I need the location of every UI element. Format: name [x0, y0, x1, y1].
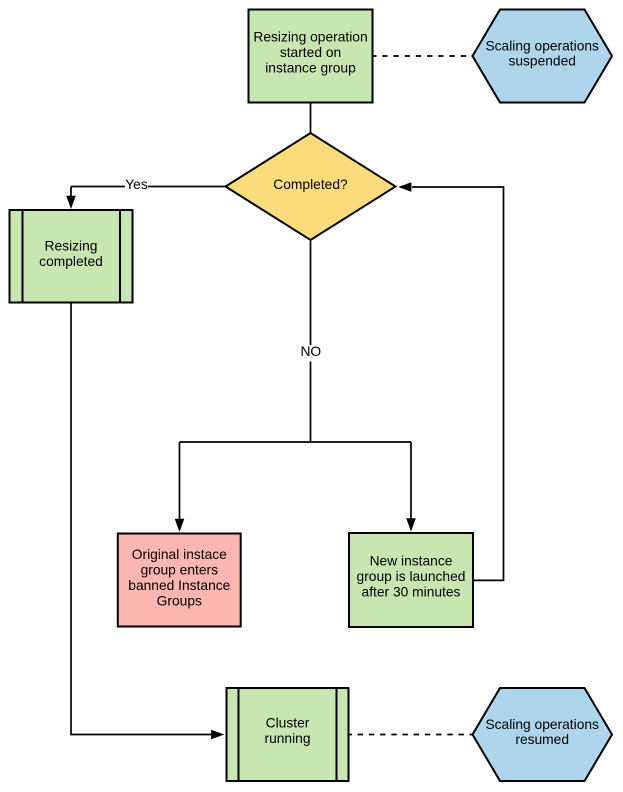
svg-text:group is launched: group is launched — [357, 569, 466, 584]
svg-text:started on: started on — [280, 45, 341, 60]
svg-text:after 30 minutes: after 30 minutes — [362, 585, 461, 600]
svg-text:Scaling operations: Scaling operations — [485, 717, 599, 732]
svg-text:New instance: New instance — [370, 554, 453, 569]
svg-text:banned Instance: banned Instance — [128, 578, 230, 593]
svg-text:group enters: group enters — [141, 563, 219, 578]
svg-text:Resizing operation: Resizing operation — [253, 30, 367, 45]
svg-text:Original instace: Original instace — [132, 547, 227, 562]
svg-text:instance group: instance group — [265, 61, 356, 76]
svg-text:Yes: Yes — [125, 177, 148, 192]
svg-text:Cluster: Cluster — [266, 716, 310, 731]
svg-text:Groups: Groups — [157, 594, 202, 609]
svg-text:NO: NO — [300, 344, 321, 359]
svg-text:running: running — [264, 731, 310, 746]
svg-text:suspended: suspended — [508, 54, 576, 69]
svg-text:Scaling operations: Scaling operations — [485, 38, 599, 53]
svg-text:completed: completed — [39, 254, 103, 269]
svg-text:resumed: resumed — [515, 732, 569, 747]
svg-text:Resizing: Resizing — [45, 239, 98, 254]
svg-text:Completed?: Completed? — [273, 177, 348, 192]
